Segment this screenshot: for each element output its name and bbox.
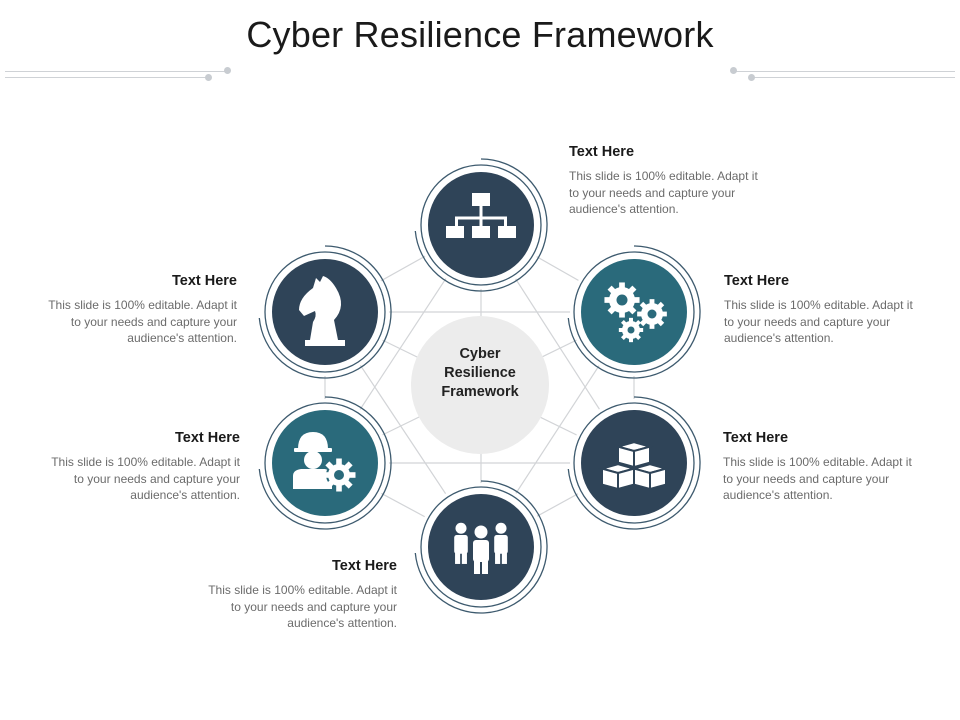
title-divider-left-dot-lower [205, 74, 212, 81]
center-label-line-1: Cyber [459, 346, 501, 362]
text-block-lower-right: Text Here This slide is 100% editable. A… [723, 430, 923, 504]
text-block-lower-left: Text Here This slide is 100% editable. A… [40, 430, 240, 504]
org-chart-icon [446, 193, 516, 238]
text-block-body: This slide is 100% editable. Adapt it to… [51, 455, 240, 502]
gears-icon [604, 282, 667, 343]
text-block-heading: Text Here [724, 273, 790, 289]
node-disc [272, 410, 378, 516]
text-block-heading: Text Here [174, 430, 240, 446]
node-outer-arc [414, 158, 548, 292]
framework-node [414, 158, 548, 292]
node-outer-arc [567, 396, 701, 530]
title-divider-right-line-lower [752, 77, 955, 78]
text-block-bottom: Text Here This slide is 100% editable. A… [197, 558, 397, 632]
text-block-heading: Text Here [723, 430, 789, 446]
center-hub [411, 316, 549, 454]
slide-title: Cyber Resilience Framework [246, 14, 714, 55]
text-block-upper-right: Text Here This slide is 100% editable. A… [724, 273, 924, 347]
text-block-heading: Text Here [331, 558, 397, 574]
text-block-body: This slide is 100% editable. Adapt it to… [723, 455, 912, 502]
team-icon [454, 522, 508, 574]
framework-node [258, 396, 392, 530]
center-label: Cyber Resilience Framework [412, 345, 548, 402]
chess-knight-icon [299, 276, 345, 346]
title-divider-right-line [735, 71, 955, 72]
text-block-heading: Text Here [569, 144, 635, 160]
text-block-body: This slide is 100% editable. Adapt it to… [48, 298, 237, 345]
title-divider-left-line [5, 71, 228, 72]
engineer-gear-icon [293, 432, 356, 492]
node-outer-arc [567, 245, 701, 379]
node-ring [258, 158, 701, 614]
title-divider-left-dot [224, 67, 231, 74]
text-block-top: Text Here This slide is 100% editable. A… [569, 144, 769, 218]
text-block-body: This slide is 100% editable. Adapt it to… [569, 169, 758, 216]
center-label-line-2: Resilience [444, 365, 516, 381]
framework-node [567, 396, 701, 530]
text-block-heading: Text Here [171, 273, 237, 289]
text-block-body: This slide is 100% editable. Adapt it to… [208, 583, 397, 630]
node-outer-arc [258, 245, 392, 379]
title-divider-left-line-lower [5, 77, 210, 78]
node-outer-arc [414, 480, 548, 614]
node-outer-arc [258, 396, 392, 530]
center-label-line-3: Framework [441, 384, 519, 400]
cubes-icon [598, 441, 670, 491]
title-divider-right-dot-lower [748, 74, 755, 81]
text-block-body: This slide is 100% editable. Adapt it to… [724, 298, 913, 345]
framework-node [258, 245, 392, 379]
title-divider-right-dot [730, 67, 737, 74]
text-block-upper-left: Text Here This slide is 100% editable. A… [37, 273, 237, 347]
framework-node [414, 480, 548, 614]
framework-node [567, 245, 701, 379]
